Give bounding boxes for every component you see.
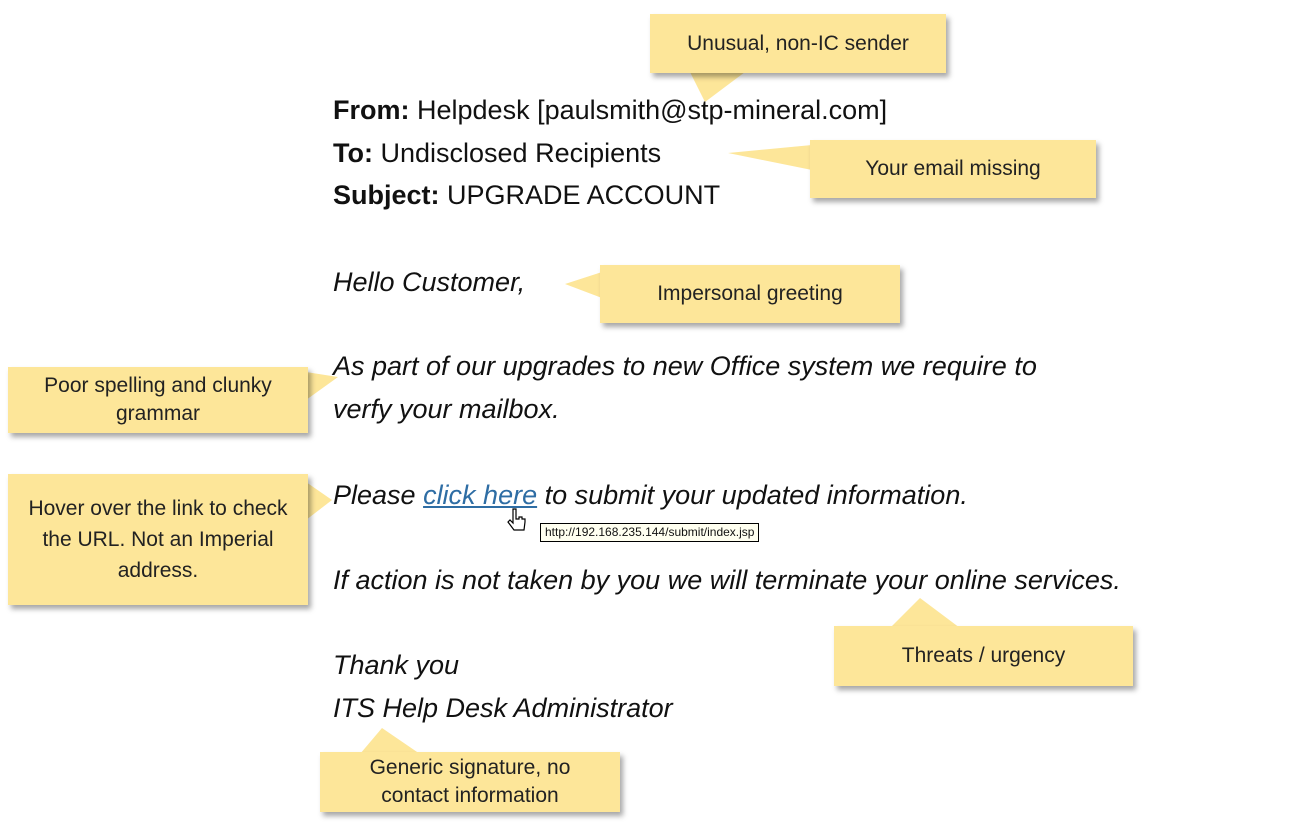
para2-text-after: to submit your updated information. — [537, 480, 968, 510]
para2-text: Please — [333, 480, 424, 510]
body-para2: Please click here to submit your updated… — [333, 478, 968, 512]
link-url-tooltip: http://192.168.235.144/submit/index.jsp — [540, 523, 760, 542]
callout-link: Hover over the link to check the URL. No… — [8, 474, 308, 605]
signature: ITS Help Desk Administrator — [333, 693, 673, 723]
greeting: Hello Customer, — [333, 267, 526, 297]
callout-signature: Generic signature, no contact informatio… — [320, 752, 620, 812]
body-para1-line1: As part of our upgrades to new Office sy… — [333, 351, 1037, 381]
to-value: Undisclosed Recipients — [380, 138, 662, 168]
body-para1-line2: verfy your mailbox. — [333, 394, 560, 424]
subject-line: Subject: UPGRADE ACCOUNT — [333, 178, 720, 212]
subject-value: UPGRADE ACCOUNT — [447, 180, 721, 210]
from-label: From: — [333, 95, 410, 125]
to-line: To: Undisclosed Recipients — [333, 136, 661, 170]
subject-label: Subject: — [333, 180, 440, 210]
hand-cursor-icon — [507, 508, 526, 531]
callout-sender: Unusual, non-IC sender — [650, 14, 946, 73]
callout-grammar: Poor spelling and clunky grammar — [8, 367, 308, 433]
closing: Thank you — [333, 650, 460, 680]
callout-greeting: Impersonal greeting — [600, 265, 900, 323]
body-para3: If action is not taken by you we will te… — [333, 565, 1121, 595]
click-here-link[interactable]: click here — [423, 480, 538, 510]
callout-threat: Threats / urgency — [834, 626, 1133, 686]
callout-recipient: Your email missing — [810, 140, 1096, 198]
to-label: To: — [333, 138, 373, 168]
from-line: From: Helpdesk [paulsmith@stp-mineral.co… — [333, 93, 887, 127]
from-value: Helpdesk [paulsmith@stp-mineral.com] — [417, 95, 888, 125]
